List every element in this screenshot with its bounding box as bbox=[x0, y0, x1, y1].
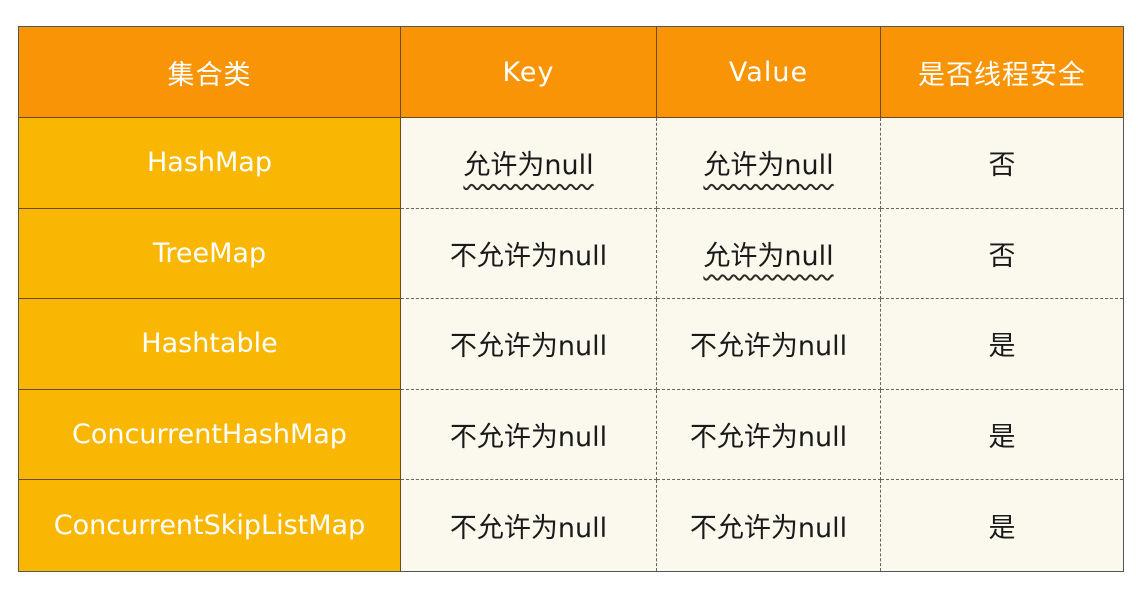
row-name-cell: ConcurrentSkipListMap bbox=[19, 480, 401, 571]
row-safe-cell: 否 bbox=[881, 118, 1123, 209]
row-key: 不允许为null bbox=[449, 240, 608, 272]
row-key: 允许为null bbox=[463, 150, 594, 182]
row-name: HashMap bbox=[146, 147, 272, 179]
row-value: 允许为null bbox=[703, 240, 834, 272]
row-name-cell: TreeMap bbox=[19, 208, 401, 300]
row-value-cell: 不允许为null bbox=[657, 389, 881, 481]
row-safe: 否 bbox=[988, 240, 1016, 272]
row-name-cell: Hashtable bbox=[19, 299, 401, 390]
comparison-table: 集合类 Key Value 是否线程安全 HashMap 允许为null 允许为… bbox=[18, 26, 1124, 572]
row-key-cell: 不允许为null bbox=[401, 389, 657, 481]
row-value-cell: 允许为null bbox=[657, 118, 881, 209]
row-value: 不允许为null bbox=[689, 422, 848, 454]
row-safe: 是 bbox=[988, 513, 1016, 545]
header-thread-safe: 是否线程安全 bbox=[881, 27, 1123, 118]
row-value: 不允许为null bbox=[689, 331, 848, 363]
row-safe-cell: 是 bbox=[881, 389, 1123, 481]
row-value-cell: 允许为null bbox=[657, 208, 881, 300]
row-safe-cell: 否 bbox=[881, 208, 1123, 300]
row-key-cell: 不允许为null bbox=[401, 299, 657, 390]
header-key: Key bbox=[401, 27, 657, 118]
row-key-cell: 允许为null bbox=[401, 118, 657, 209]
row-key: 不允许为null bbox=[449, 513, 608, 545]
header-value: Value bbox=[657, 27, 881, 118]
row-safe: 否 bbox=[988, 150, 1016, 182]
row-key-cell: 不允许为null bbox=[401, 480, 657, 571]
row-key-cell: 不允许为null bbox=[401, 208, 657, 300]
row-name-cell: ConcurrentHashMap bbox=[19, 389, 401, 481]
row-key: 不允许为null bbox=[449, 422, 608, 454]
row-value: 允许为null bbox=[703, 150, 834, 182]
row-name: Hashtable bbox=[141, 328, 278, 360]
row-name: ConcurrentHashMap bbox=[72, 419, 347, 451]
row-name: ConcurrentSkipListMap bbox=[53, 510, 366, 542]
row-safe-cell: 是 bbox=[881, 299, 1123, 390]
row-name: TreeMap bbox=[152, 237, 267, 269]
row-safe: 是 bbox=[988, 331, 1016, 363]
row-name-cell: HashMap bbox=[19, 118, 401, 209]
header-collection-class: 集合类 bbox=[19, 27, 401, 118]
row-value: 不允许为null bbox=[689, 513, 848, 545]
row-key: 不允许为null bbox=[449, 331, 608, 363]
row-value-cell: 不允许为null bbox=[657, 480, 881, 571]
row-value-cell: 不允许为null bbox=[657, 299, 881, 390]
row-safe-cell: 是 bbox=[881, 480, 1123, 571]
row-safe: 是 bbox=[988, 422, 1016, 454]
